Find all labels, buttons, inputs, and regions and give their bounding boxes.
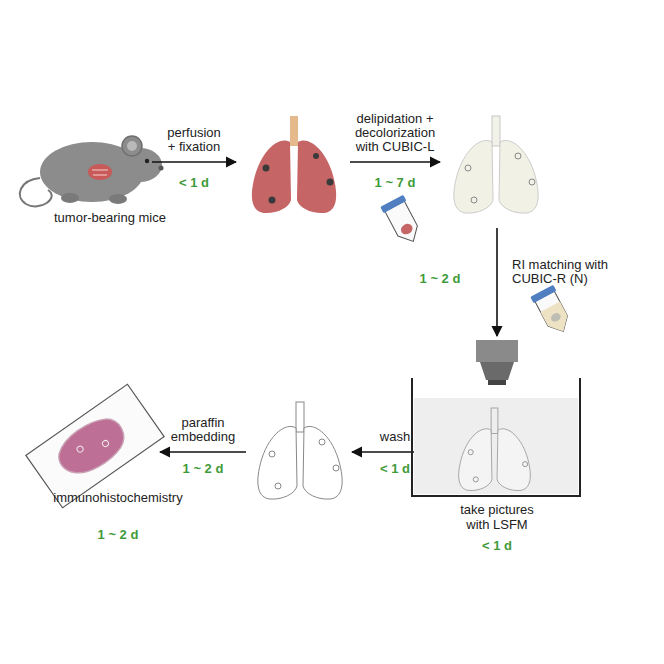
lung-washed [275, 483, 281, 489]
mouse-drawing [127, 141, 137, 151]
lung-cleared [515, 153, 521, 159]
lung-fixed [263, 165, 270, 172]
lsfm-objective [480, 362, 514, 380]
tube-icon [540, 302, 573, 337]
tube-icon [380, 195, 425, 248]
tube-icon [530, 285, 556, 303]
lung-washed [258, 426, 297, 499]
lsfm-objective [476, 340, 518, 385]
mouse-drawing [109, 194, 127, 204]
lung-washed [269, 451, 275, 457]
tube-icon [380, 195, 406, 213]
lung-in-chamber [497, 429, 530, 491]
process-arrow [152, 161, 236, 163]
lung-in-chamber [523, 462, 528, 467]
mouse-drawing [159, 166, 164, 171]
lung-in-chamber [459, 408, 531, 491]
lung-cleared [499, 140, 538, 213]
tube-icon [550, 311, 563, 323]
lung-fixed [313, 153, 319, 159]
lung-in-chamber [459, 429, 492, 491]
step-label: paraffin embedding [166, 416, 240, 444]
lung-in-chamber [473, 477, 478, 482]
lung-cleared [471, 197, 477, 203]
step-text: take pictures with LSFM [449, 502, 545, 532]
step-node: tumor-bearing mice [35, 210, 185, 225]
mouse-drawing [20, 136, 164, 206]
duration-label: < 1 d [164, 176, 224, 190]
histology-slide [76, 445, 84, 453]
lung-cleared [454, 116, 538, 213]
process-arrow [350, 161, 440, 163]
lung-fixed [290, 116, 298, 146]
step-text: immunohistochemistry [33, 490, 203, 505]
mouse-drawing [92, 170, 108, 175]
lung-washed [258, 402, 342, 499]
lsfm-objective [476, 340, 518, 362]
tube-icon [399, 222, 414, 236]
mouse-drawing [88, 164, 112, 180]
duration-text: 1 ~ 2 d [33, 527, 203, 542]
lung-fixed [327, 179, 334, 186]
duration-label: 1 ~ 7 d [360, 176, 430, 190]
sample-chamber [414, 398, 578, 494]
lung-in-chamber [468, 450, 473, 455]
lung-in-chamber [491, 408, 498, 434]
process-arrow [496, 228, 498, 336]
histology-slide [26, 384, 164, 508]
step-label: perfusion + fixation [163, 126, 225, 154]
lung-washed [303, 426, 342, 499]
lung-fixed [269, 197, 276, 204]
histology-slide [26, 384, 164, 508]
lung-washed [319, 439, 325, 445]
histology-slide [51, 409, 132, 484]
tube-icon [530, 285, 575, 338]
lung-fixed [252, 140, 291, 213]
duration-text: < 1 d [449, 538, 545, 553]
lung-cleared [492, 116, 500, 146]
step-label: delipidation + decolorization with CUBIC… [350, 112, 440, 154]
duration-label: 1 ~ 2 d [168, 462, 238, 476]
mouse-drawing [122, 136, 142, 156]
lung-fixed [252, 116, 336, 213]
duration-label: 1 ~ 2 d [414, 272, 466, 286]
lung-cleared [529, 179, 535, 185]
lung-washed [333, 465, 339, 471]
step-label: RI matching with CUBIC-R (N) [512, 258, 620, 286]
sample-chamber [412, 378, 580, 496]
lung-washed [296, 402, 304, 432]
mouse-drawing [61, 193, 79, 203]
histology-slide [101, 439, 109, 447]
lsfm-objective [488, 380, 506, 385]
step-node: take pictures with LSFM < 1 d [449, 502, 545, 553]
lung-cleared [465, 165, 471, 171]
step-text: tumor-bearing mice [35, 210, 185, 225]
step-label: wash [365, 430, 425, 444]
duration-label: < 1 d [365, 462, 425, 476]
lung-fixed [297, 140, 336, 213]
step-node: immunohistochemistry 1 ~ 2 d [33, 490, 203, 542]
process-arrow [160, 451, 246, 453]
mouse-drawing [145, 159, 149, 163]
sample-chamber [412, 378, 580, 496]
lung-cleared [454, 140, 493, 213]
